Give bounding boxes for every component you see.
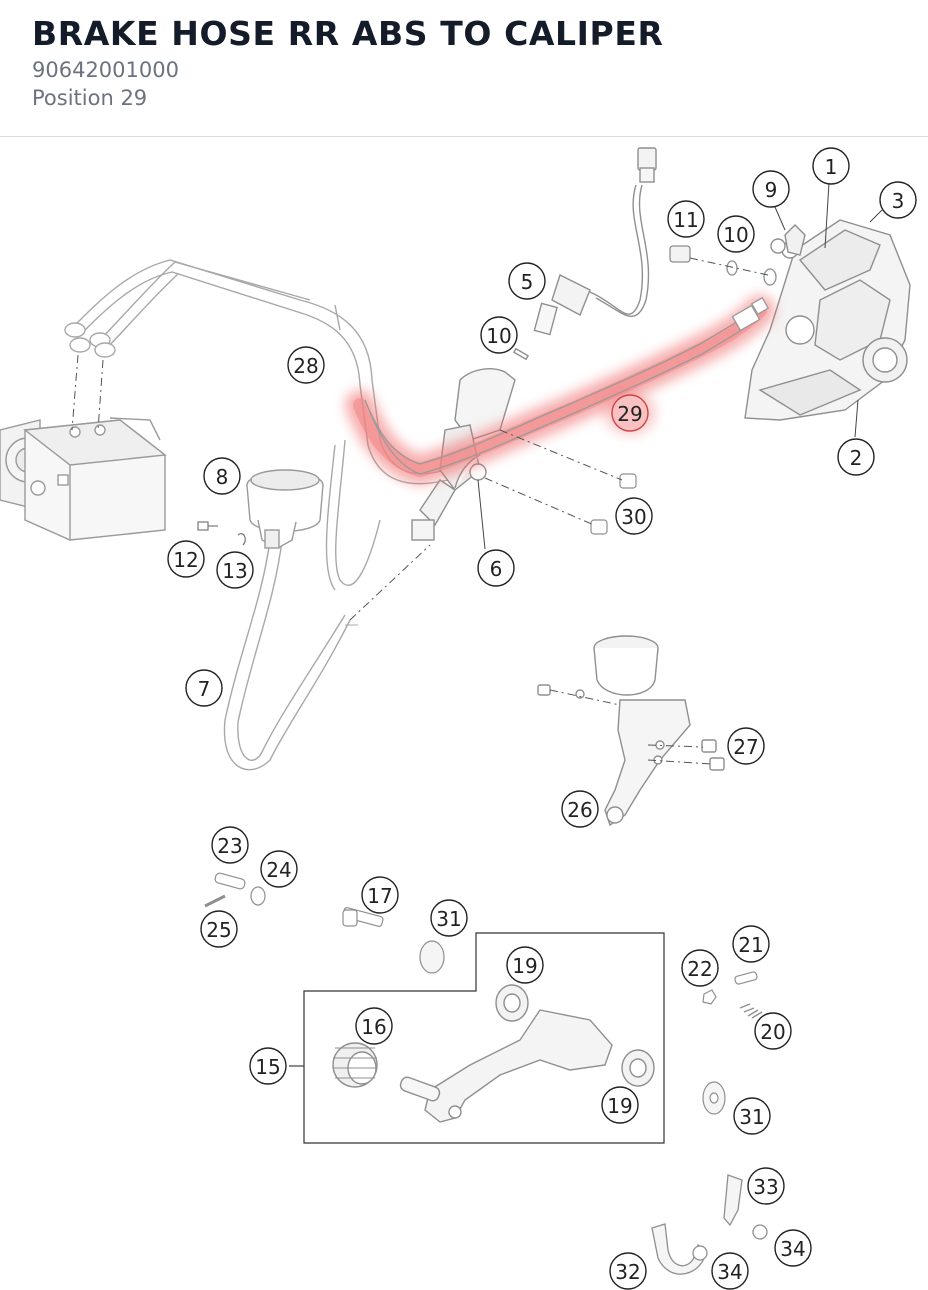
- callout-11[interactable]: 11: [667, 200, 705, 238]
- callout-2[interactable]: 2: [837, 438, 875, 476]
- callout-21[interactable]: 21: [732, 925, 770, 963]
- callout-29-highlighted[interactable]: 29: [611, 394, 649, 432]
- callout-23[interactable]: 23: [211, 826, 249, 864]
- callout-34-lower-label: 34: [717, 1260, 742, 1284]
- callout-1[interactable]: 1: [812, 147, 850, 185]
- callout-30-label: 30: [621, 505, 646, 529]
- callout-33[interactable]: 33: [747, 1167, 785, 1205]
- callout-31-upper[interactable]: 31: [430, 899, 468, 937]
- callout-29-label: 29: [617, 402, 642, 426]
- callout-33-label: 33: [753, 1175, 778, 1199]
- callout-16[interactable]: 16: [355, 1007, 393, 1045]
- callout-34-lower[interactable]: 34: [711, 1252, 749, 1290]
- callout-32-label: 32: [615, 1260, 640, 1284]
- callout-26-label: 26: [567, 798, 592, 822]
- callout-24-label: 24: [266, 858, 291, 882]
- callout-7-label: 7: [198, 677, 211, 701]
- callout-12-label: 12: [173, 548, 198, 572]
- callout-10-lower[interactable]: 10: [480, 316, 518, 354]
- brake-line-28-drawing: [64, 259, 449, 591]
- pin-parts-drawing: [204, 872, 445, 974]
- callout-32[interactable]: 32: [609, 1252, 647, 1290]
- callout-5-label: 5: [521, 270, 534, 294]
- callout-16-label: 16: [361, 1015, 386, 1039]
- callout-13-label: 13: [222, 559, 247, 583]
- callout-12[interactable]: 12: [167, 540, 205, 578]
- callout-15-label: 15: [255, 1055, 280, 1079]
- callout-24[interactable]: 24: [260, 850, 298, 888]
- callout-19-upper-label: 19: [512, 954, 537, 978]
- callout-25-label: 25: [206, 918, 231, 942]
- part-position: Position 29: [32, 86, 148, 110]
- brake-hose-29-highlight: [345, 295, 775, 486]
- callout-31-upper-label: 31: [436, 907, 461, 931]
- brake-caliper-drawing: [744, 219, 911, 421]
- brake-hose-29-drawing: [364, 296, 770, 475]
- reservoir-bracket-assembly-drawing: [537, 635, 725, 827]
- bolt-30-leader-lines: [484, 429, 623, 526]
- callout-25[interactable]: 25: [200, 910, 238, 948]
- callout-3-label: 3: [892, 189, 905, 213]
- part-header: BRAKE HOSE RR ABS TO CALIPER 90642001000…: [0, 0, 928, 137]
- brake-pedal-drawing: [332, 984, 655, 1123]
- part-title: BRAKE HOSE RR ABS TO CALIPER: [32, 14, 664, 53]
- callout-21-label: 21: [738, 933, 763, 957]
- clamp-parts-drawing: [651, 1174, 768, 1275]
- callout-7[interactable]: 7: [185, 669, 223, 707]
- callout-27[interactable]: 27: [727, 727, 765, 765]
- callout-9[interactable]: 9: [752, 170, 790, 208]
- callout-11-label: 11: [673, 208, 698, 232]
- sensor-5-drawing: [512, 147, 657, 361]
- callout-31-lower[interactable]: 31: [733, 1097, 771, 1135]
- callout-3[interactable]: 3: [879, 181, 917, 219]
- abs-leader-lines: [71, 354, 104, 431]
- callout-28-label: 28: [293, 354, 318, 378]
- callout-26[interactable]: 26: [561, 790, 599, 828]
- callout-20-label: 20: [760, 1020, 785, 1044]
- callout-8[interactable]: 8: [203, 457, 241, 495]
- callout-22-label: 22: [687, 957, 712, 981]
- callout-20[interactable]: 20: [754, 1012, 792, 1050]
- callout-leader-lines: [289, 182, 883, 1067]
- abs-unit-drawing: [0, 417, 167, 541]
- callout-17-label: 17: [367, 884, 392, 908]
- screw-12-drawing: [197, 521, 246, 546]
- brake-fluid-reservoir-drawing: [246, 469, 324, 549]
- exploded-parts-diagram: 1 2 3 5 6 7 8 9 10 10 11 12: [0, 147, 917, 1290]
- callout-1-label: 1: [825, 155, 838, 179]
- callout-19-upper[interactable]: 19: [506, 946, 544, 984]
- callout-2-label: 2: [850, 446, 863, 470]
- callout-34-right-label: 34: [780, 1237, 805, 1261]
- callout-8-label: 8: [216, 465, 229, 489]
- callout-9-label: 9: [765, 178, 778, 202]
- callout-15[interactable]: 15: [249, 1047, 287, 1085]
- callout-19-lower-label: 19: [607, 1094, 632, 1118]
- callout-6-label: 6: [490, 557, 503, 581]
- callout-19-lower[interactable]: 19: [601, 1086, 639, 1124]
- callout-6[interactable]: 6: [477, 549, 515, 587]
- callout-5[interactable]: 5: [508, 262, 546, 300]
- callout-10-lower-label: 10: [486, 324, 511, 348]
- brake-hose-7-drawing: [223, 539, 358, 771]
- callout-22[interactable]: 22: [681, 949, 719, 987]
- bracket-leader-lines: [549, 689, 712, 765]
- part-number: 90642001000: [32, 58, 179, 82]
- callout-31-lower-label: 31: [739, 1105, 764, 1129]
- callout-23-label: 23: [217, 834, 242, 858]
- callout-27-label: 27: [733, 735, 758, 759]
- mounting-bolts-30-drawing: [590, 473, 637, 535]
- callout-34-right[interactable]: 34: [774, 1229, 812, 1267]
- callout-28[interactable]: 28: [287, 346, 325, 384]
- callout-10-upper-label: 10: [723, 223, 748, 247]
- callout-30[interactable]: 30: [615, 497, 653, 535]
- hose-7-leader: [349, 544, 431, 621]
- caliper-leader-lines: [689, 257, 769, 276]
- callout-13[interactable]: 13: [216, 551, 254, 589]
- callout-10-upper[interactable]: 10: [717, 215, 755, 253]
- banjo-bolt-11-drawing: [669, 245, 777, 286]
- spring-parts-drawing: [702, 971, 763, 1115]
- callout-17[interactable]: 17: [361, 876, 399, 914]
